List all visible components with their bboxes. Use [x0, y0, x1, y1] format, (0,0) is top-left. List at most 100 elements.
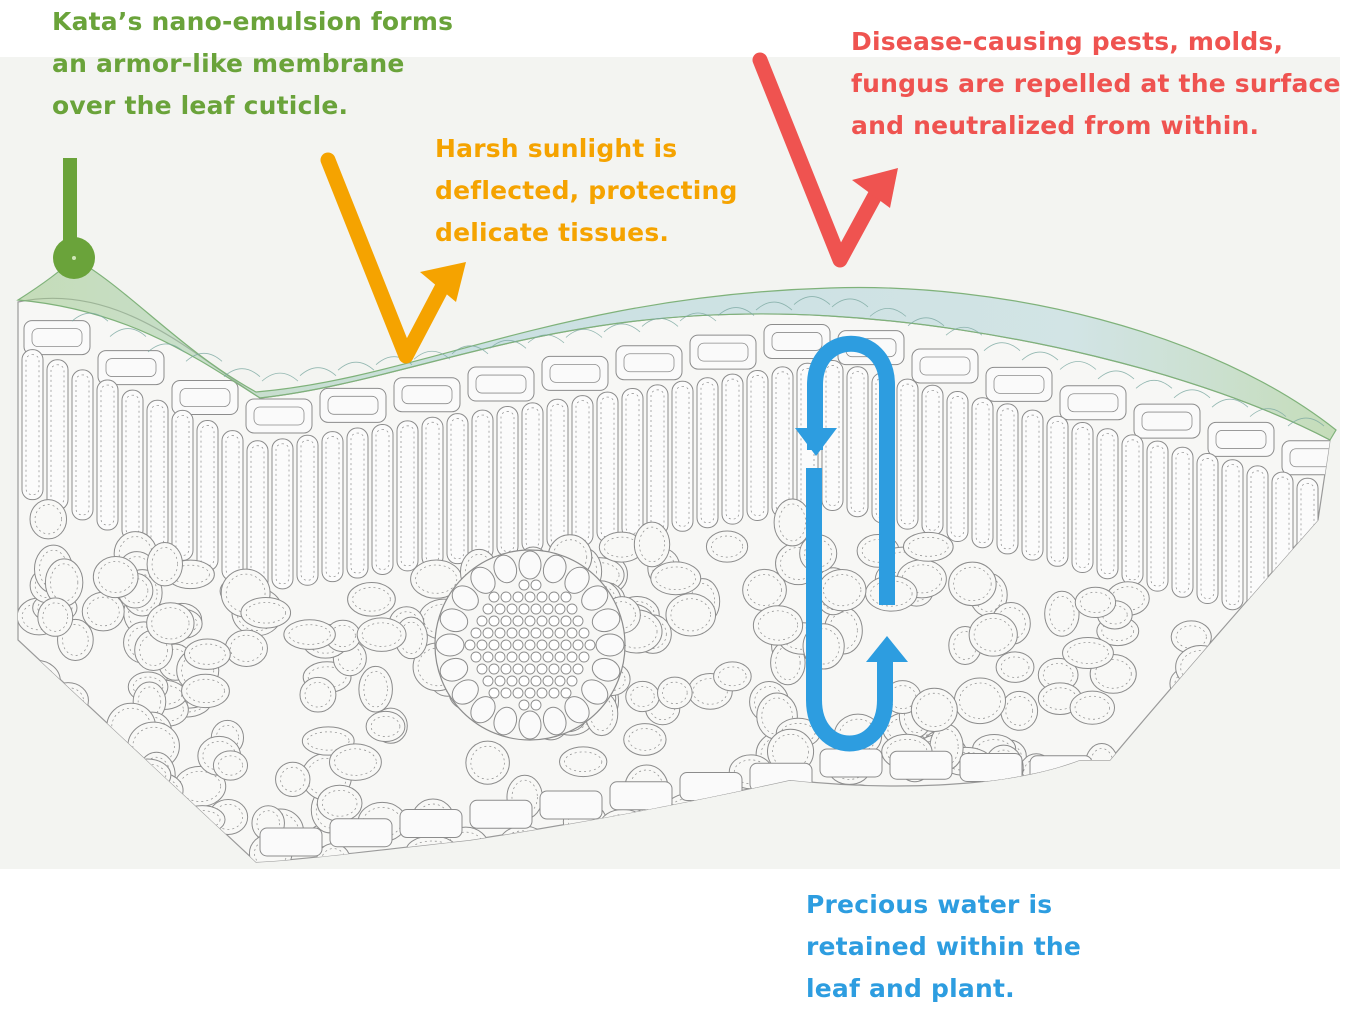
mesophyll-cell: [902, 531, 954, 562]
chloroplast-ring: [925, 389, 940, 531]
xylem-cell: [530, 627, 542, 639]
mesophyll-cell: [329, 743, 382, 781]
mesophyll-cell-inner: [996, 607, 1026, 640]
xylem-cell: [512, 591, 524, 603]
sheath-cell: [581, 585, 609, 611]
palisade-cell: [96, 379, 119, 531]
xylem-cell: [494, 675, 506, 687]
xylem-cell: [512, 639, 524, 651]
epidermis-cell: [1133, 403, 1201, 439]
membrane-scale: [1211, 398, 1249, 408]
palisade-cell: [571, 395, 594, 547]
membrane-scale: [261, 372, 299, 382]
mesophyll-cell-inner: [628, 728, 662, 751]
epidermis-cell: [689, 334, 757, 370]
palisade-cell: [246, 440, 269, 592]
mesophyll-cell-inner: [718, 666, 747, 687]
membrane-scale: [679, 312, 717, 322]
membrane-scale: [299, 367, 337, 376]
mesophyll-cell: [183, 638, 231, 670]
sheath-cell: [493, 554, 518, 584]
epidermis-cell: [541, 355, 609, 391]
mesophyll-cell-inner: [280, 766, 306, 792]
palisade-cell: [746, 370, 769, 522]
mesophyll-cell: [1062, 636, 1114, 670]
mesophyll-cell-inner: [772, 733, 809, 770]
xylem-cell: [506, 651, 518, 663]
chloroplast-ring: [325, 436, 340, 577]
membrane-scale: [717, 307, 755, 316]
chloroplast-ring: [200, 425, 215, 566]
epidermis-cell: [615, 345, 683, 381]
mesophyll-cell-inner: [747, 574, 782, 606]
mesophyll-cell-inner: [186, 678, 225, 703]
membrane-scale: [793, 296, 831, 305]
xylem-cell: [530, 603, 542, 615]
xylem-cell: [560, 639, 572, 651]
xylem-cell: [542, 627, 554, 639]
sheath-cell: [542, 554, 567, 584]
chloroplast-ring: [575, 400, 590, 542]
mesophyll-cell: [953, 677, 1006, 725]
chloroplast-ring: [725, 378, 740, 520]
palisade-cell: [1021, 409, 1044, 561]
mesophyll-cell-inner: [638, 526, 666, 563]
chloroplast-ring: [1125, 439, 1140, 581]
epidermis-cell-inner: [993, 374, 1045, 394]
xylem-cell: [518, 603, 530, 615]
chloroplast-ring: [100, 384, 115, 526]
mesophyll-cell-inner: [288, 624, 331, 645]
xylem-cell: [530, 699, 542, 711]
xylem-cell: [500, 663, 512, 675]
epidermis-cell: [911, 348, 979, 384]
mesophyll-cell: [665, 593, 717, 637]
epidermis-cell: [467, 366, 535, 402]
epidermis-cell-inner: [327, 395, 379, 415]
mesophyll-cell: [299, 676, 337, 713]
pests-caption-line: and neutralized from within.: [851, 111, 1260, 140]
mesophyll-cell-inner: [564, 751, 603, 772]
mesophyll-cell-inner: [97, 561, 134, 593]
chloroplast-ring: [1150, 445, 1165, 587]
xylem-cell: [488, 663, 500, 675]
mesophyll-cell-inner: [122, 578, 149, 604]
sheath-cell: [518, 550, 542, 580]
chloroplast-ring: [700, 382, 715, 524]
mesophyll-cell: [92, 556, 139, 599]
sunlight-deflect-arrow-icon: [320, 152, 466, 364]
membrane-scale: [527, 334, 565, 344]
chloroplast-ring: [550, 403, 565, 545]
xylem-cell: [542, 675, 554, 687]
xylem-cell: [500, 687, 512, 699]
lower-epidermis-cell: [819, 748, 883, 778]
xylem-cell: [524, 639, 536, 651]
mesophyll-cell-inner: [245, 602, 286, 624]
chloroplast-ring: [800, 367, 815, 509]
lower-epidermis-cell: [329, 818, 393, 848]
mesophyll-cell: [356, 617, 407, 652]
epidermis-cell: [23, 320, 91, 356]
mesophyll-cell-inner: [151, 607, 190, 640]
sheath-cell: [451, 679, 479, 705]
mesophyll-cell-inner: [655, 566, 697, 591]
membrane-scale: [147, 343, 185, 353]
epidermis-cell: [1281, 440, 1330, 476]
chloroplast-ring: [275, 443, 290, 585]
mesophyll-cell-inner: [692, 678, 728, 705]
mesophyll-cell: [657, 676, 693, 710]
sheath-cell: [518, 710, 542, 740]
palisade-cell: [71, 369, 94, 521]
mesophyll-cell: [995, 651, 1035, 683]
xylem-cell: [536, 639, 548, 651]
lower-epidermis-cell: [609, 781, 673, 811]
xylem-cell: [512, 615, 524, 627]
chloroplast-ring: [300, 439, 315, 581]
mesophyll-cell-inner: [229, 634, 263, 662]
xylem-cell: [548, 687, 560, 699]
xylem-cell: [518, 699, 530, 711]
chloroplast-ring: [175, 415, 190, 556]
mesophyll-cell-inner: [307, 731, 350, 751]
chloroplast-ring: [450, 418, 465, 560]
